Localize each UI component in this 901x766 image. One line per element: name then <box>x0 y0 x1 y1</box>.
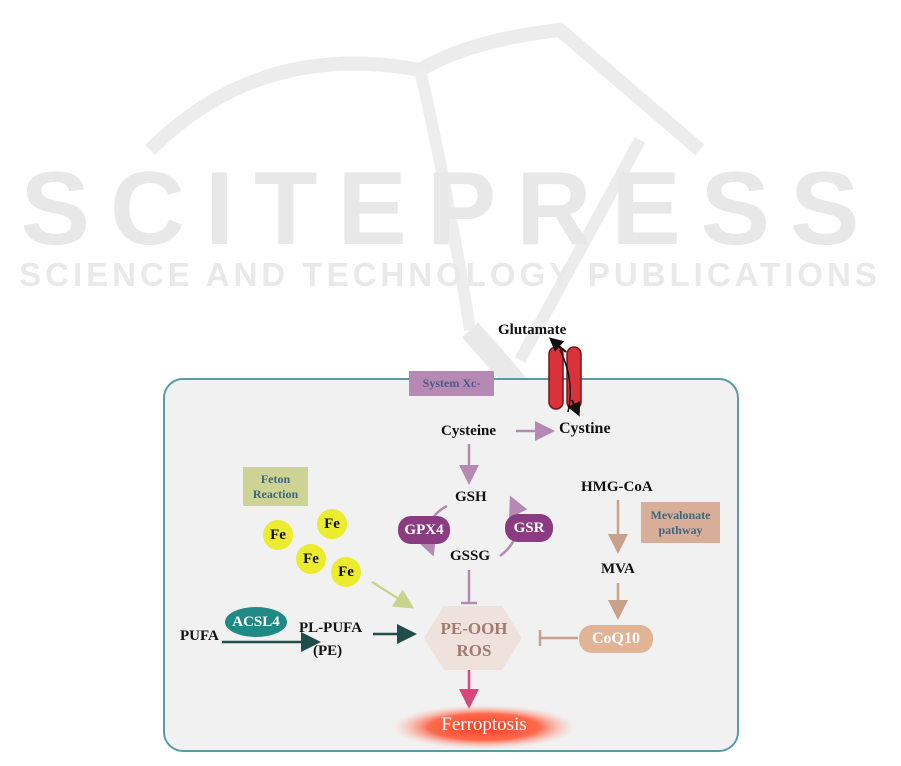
iron-fe-4: Fe <box>331 557 361 587</box>
fenton-line2: Reaction <box>253 487 298 502</box>
label-pufa: PUFA <box>180 628 219 645</box>
label-ferroptosis: Ferroptosis <box>424 714 544 736</box>
iron-fe-1: Fe <box>263 520 293 550</box>
fenton-line1: Feton <box>261 472 290 487</box>
enzyme-acsl4: ACSL4 <box>225 607 287 637</box>
label-cysteine: Cysteine <box>441 423 496 440</box>
peooh-ros-node: PE-OOH ROS <box>436 618 512 662</box>
enzyme-gpx4: GPX4 <box>398 516 450 544</box>
enzyme-gsr: GSR <box>505 514 553 542</box>
label-mva: MVA <box>601 561 635 578</box>
system-xc-transporter <box>549 340 581 413</box>
label-gsh: GSH <box>455 489 487 506</box>
label-gssg: GSSG <box>450 548 490 565</box>
iron-fe-2: Fe <box>317 509 347 539</box>
label-pe: (PE) <box>313 643 342 660</box>
system-xc-box: System Xc- <box>409 371 494 396</box>
label-glutamate: Glutamate <box>498 322 566 339</box>
mevalonate-line2: pathway <box>658 523 702 538</box>
label-pe-ooh: PE-OOH <box>436 618 512 640</box>
node-coq10: CoQ10 <box>579 625 653 653</box>
mevalonate-line1: Mevalonate <box>651 508 711 523</box>
label-cystine: Cystine <box>559 420 611 438</box>
arrow-fe-peooh <box>372 582 410 606</box>
fenton-reaction-box: Feton Reaction <box>243 467 308 506</box>
label-ros: ROS <box>436 640 512 662</box>
label-pl-pufa: PL-PUFA <box>299 620 362 637</box>
iron-fe-3: Fe <box>296 544 326 574</box>
label-hmg-coa: HMG-CoA <box>581 479 653 496</box>
mevalonate-pathway-box: Mevalonate pathway <box>641 502 720 543</box>
